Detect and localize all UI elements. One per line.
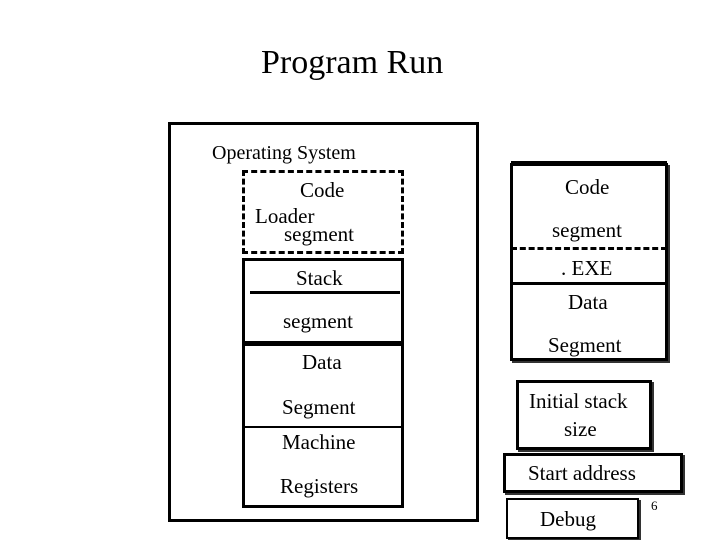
stack-divider [250, 291, 400, 294]
stack-label: Stack [296, 266, 343, 290]
data-registers-divider [243, 426, 403, 428]
slide-title: Program Run [261, 44, 444, 81]
os-label: Operating System [212, 142, 358, 164]
exe-header-divider [511, 282, 667, 285]
data-segment-label: Segment [282, 395, 356, 419]
start-address-box [503, 453, 683, 493]
registers-label: Registers [280, 474, 359, 498]
initial-stack-size-box [516, 380, 652, 450]
debug-box [506, 498, 639, 539]
exe-code-label: Code [565, 175, 610, 199]
exe-data-label: Data [568, 290, 608, 314]
initial-stack-line1: Initial stack [529, 389, 628, 413]
loader-code-label: Code [300, 178, 345, 202]
debug-label: Debug [540, 507, 596, 531]
exe-file [510, 163, 668, 361]
loader-label: Loader [255, 204, 315, 228]
exe-data-segment-label: Segment [548, 333, 622, 357]
machine-label: Machine [282, 430, 356, 454]
data-segment [242, 343, 404, 508]
loader-code-segment [242, 170, 404, 254]
stack-segment-label: segment [283, 309, 353, 333]
exe-label: . EXE [561, 256, 613, 280]
initial-stack-line2: size [564, 417, 597, 441]
start-address-label: Start address [528, 461, 636, 485]
stack-segment [242, 258, 404, 344]
loader-segment-label: segment [284, 222, 354, 246]
exe-code-segment [511, 161, 667, 250]
data-label: Data [302, 350, 342, 374]
exe-code-segment-label: segment [552, 218, 622, 242]
page-number: 6 [651, 498, 658, 513]
